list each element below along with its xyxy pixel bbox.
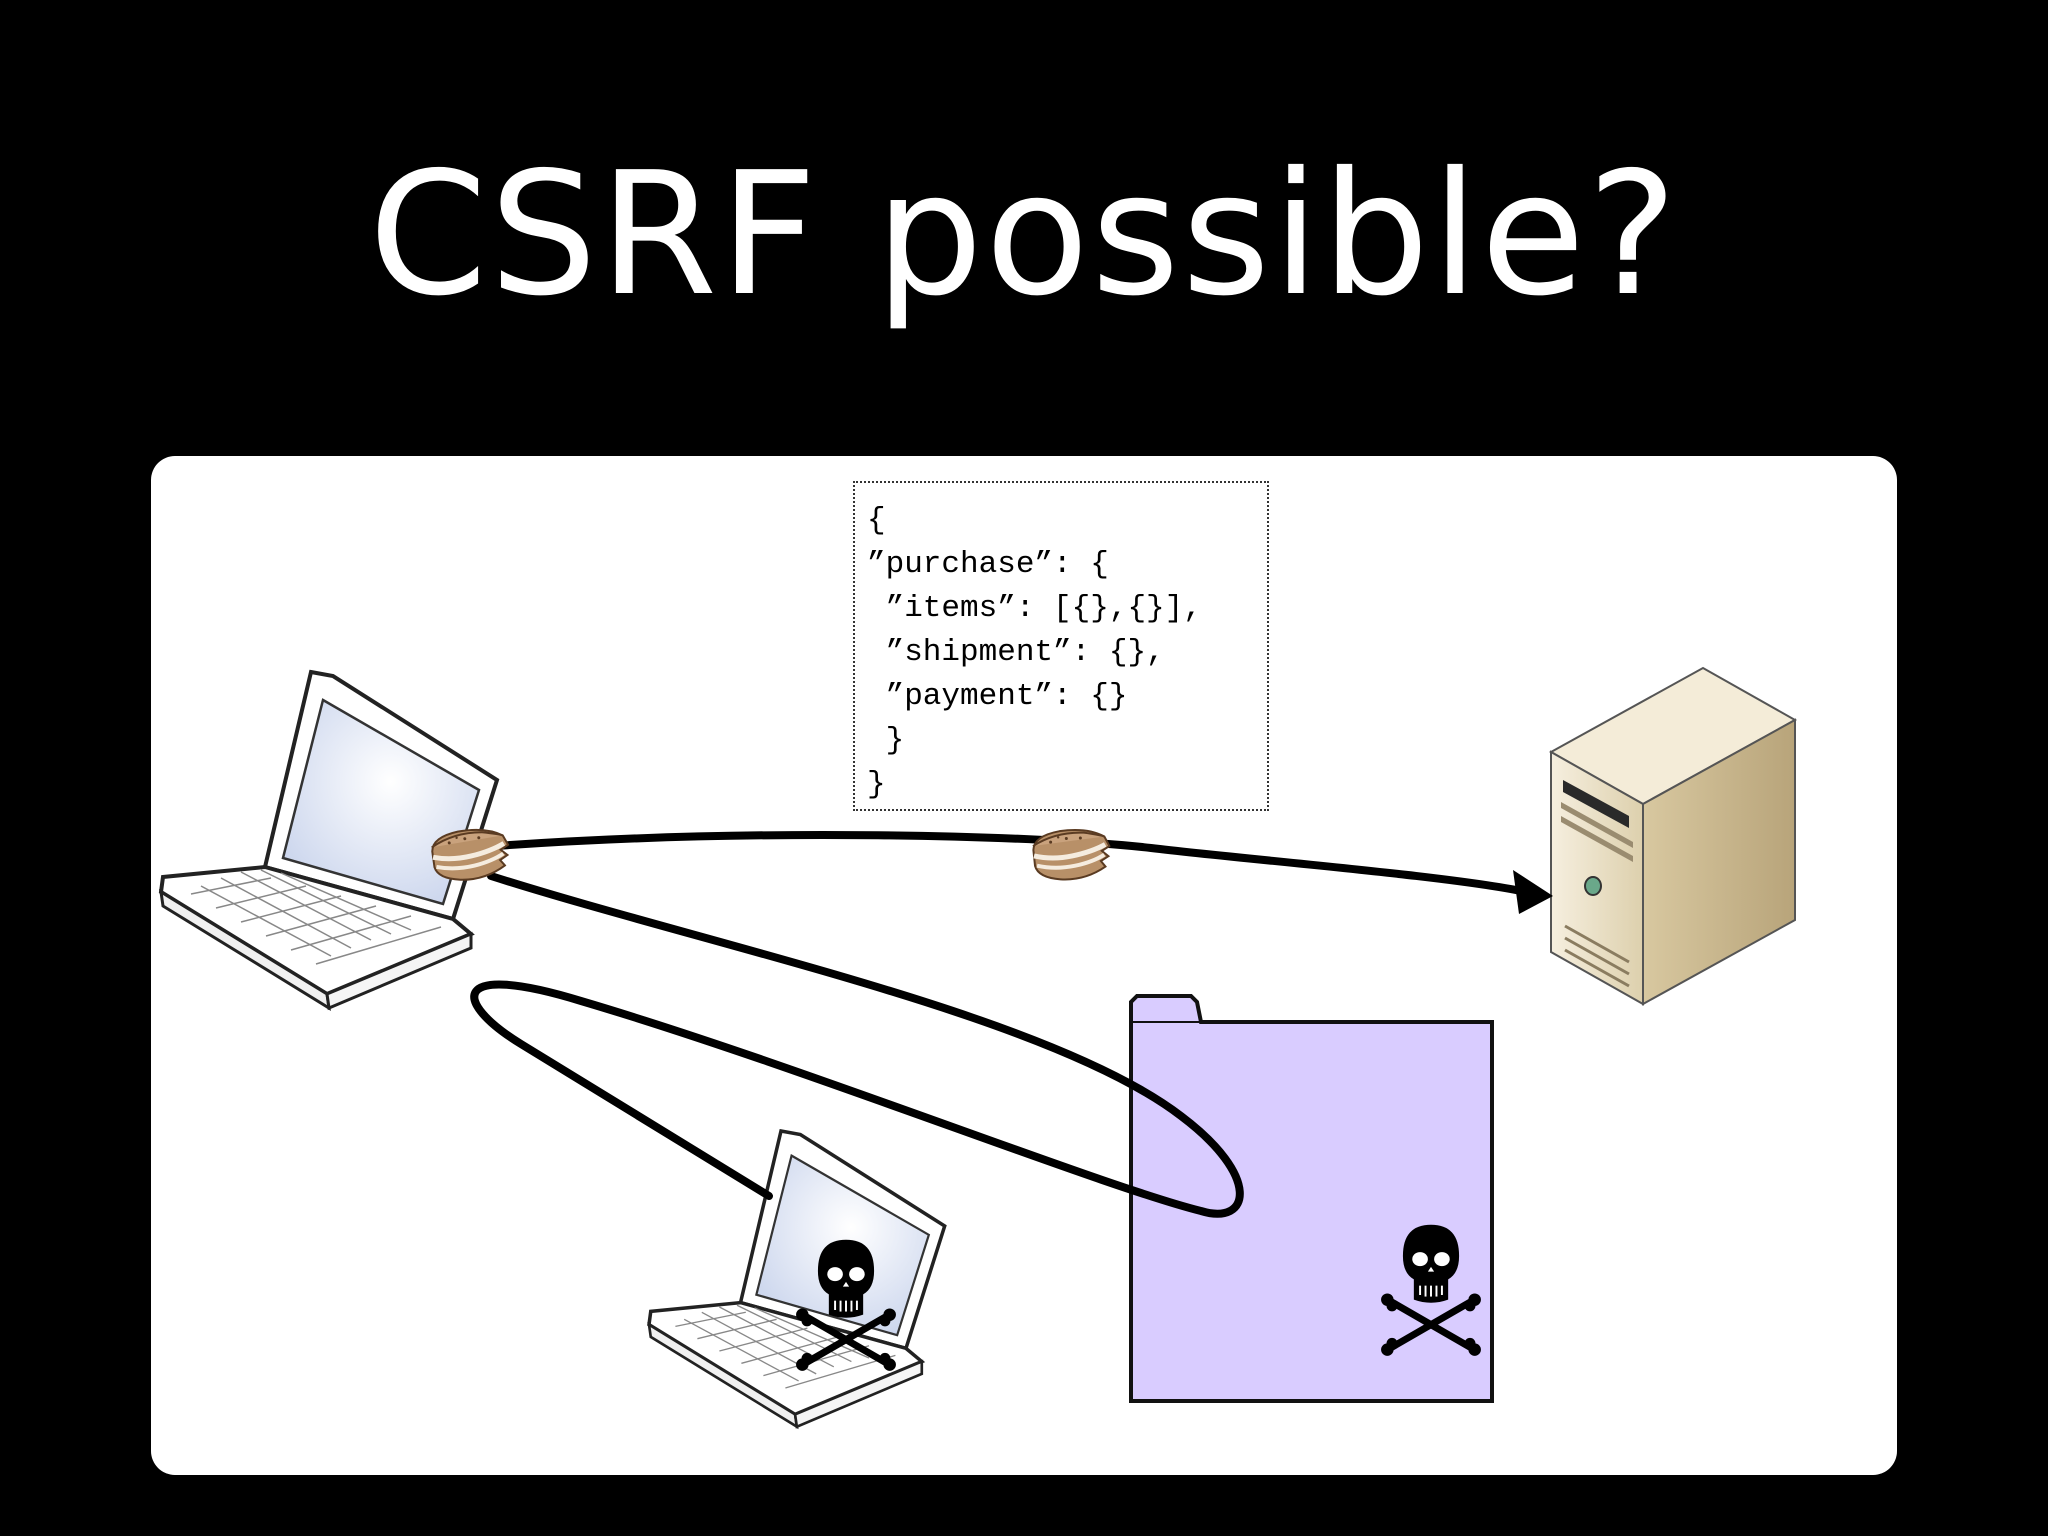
slide-title: CSRF possible?: [368, 136, 1680, 334]
attack-loop-path: [470, 872, 1244, 1218]
payload-line: ”payment”: {}: [867, 679, 1128, 714]
malicious-page-icon: [1129, 994, 1494, 1403]
payload-line: }: [867, 767, 886, 802]
diagram-panel: { ”purchase”: { ”items”: [{},{}], ”shipm…: [151, 456, 1897, 1475]
server-tower-icon: [1548, 666, 1798, 1006]
request-arrow: [468, 830, 1553, 914]
diagram-canvas: [159, 666, 1798, 1429]
payload-line: {: [867, 503, 886, 538]
cookie-in-transit-icon: [1032, 826, 1113, 883]
attacker-laptop-icon: [647, 1129, 947, 1429]
payload-line: }: [867, 723, 905, 758]
payload-line: ”purchase”: {: [867, 547, 1109, 582]
json-payload-box: { ”purchase”: { ”items”: [{},{}], ”shipm…: [853, 481, 1269, 811]
payload-line: ”shipment”: {},: [867, 635, 1165, 670]
payload-line: ”items”: [{},{}],: [867, 591, 1202, 626]
